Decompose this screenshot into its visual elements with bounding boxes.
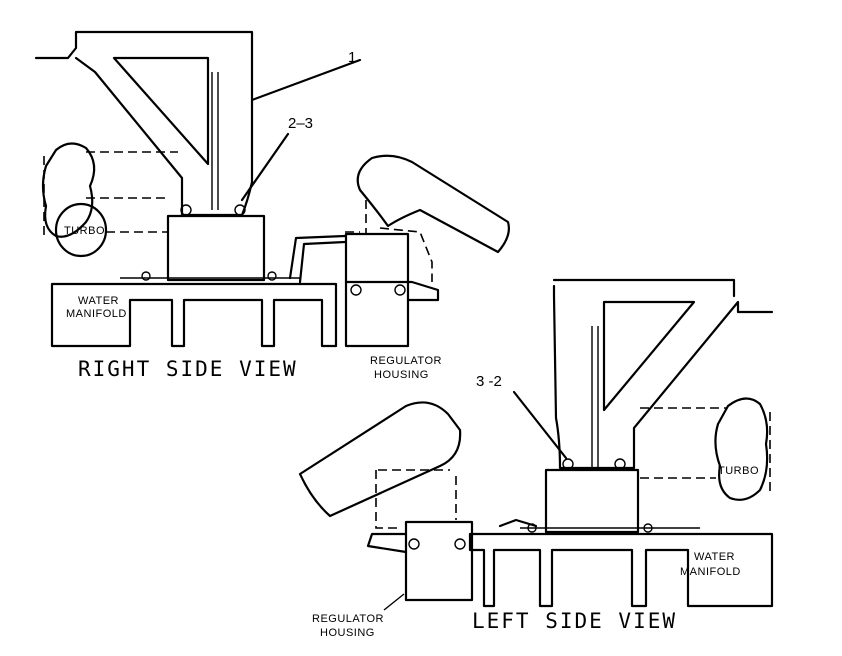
left-turbo-label: TURBO [718, 465, 759, 477]
left-regulator-housing [366, 520, 474, 611]
right-manifold [50, 271, 338, 348]
callout-part-3-2: 3 -2 [476, 373, 502, 390]
left-view-title: LEFT SIDE VIEW [472, 609, 677, 633]
left-regulator-label-2: HOUSING [320, 627, 375, 639]
left-side-view: 3 -2 TURBO WATER MANIFOLD REGULATOR HOUS… [298, 278, 774, 639]
right-regulator-label-2: HOUSING [374, 369, 429, 381]
left-water-manifold-label-1: WATER [694, 551, 735, 563]
right-regulator-housing [344, 232, 440, 348]
left-block [512, 390, 640, 534]
callout-part-2-3: 2–3 [288, 115, 313, 132]
right-view-title: RIGHT SIDE VIEW [78, 357, 298, 381]
left-regulator-label-1: REGULATOR [312, 613, 384, 625]
left-manifold [468, 518, 774, 608]
left-turbo [640, 397, 771, 501]
left-water-manifold-label-2: MANIFOLD [680, 566, 741, 578]
right-tube [288, 234, 347, 284]
left-hose [298, 401, 462, 529]
right-turbo-label: TURBO [64, 225, 105, 237]
right-turbo [41, 142, 178, 258]
right-block [166, 132, 290, 282]
right-regulator-label-1: REGULATOR [370, 355, 442, 367]
right-water-manifold-label-1: WATER [78, 295, 119, 307]
left-bracket [552, 278, 774, 470]
right-side-view: 1 2–3 TURBO WATER MANIFOLD REGULATOR HOU… [34, 30, 510, 381]
right-water-manifold-label-2: MANIFOLD [66, 308, 127, 320]
right-elbow-hose [345, 154, 510, 282]
callout-part-1: 1 [348, 49, 356, 66]
